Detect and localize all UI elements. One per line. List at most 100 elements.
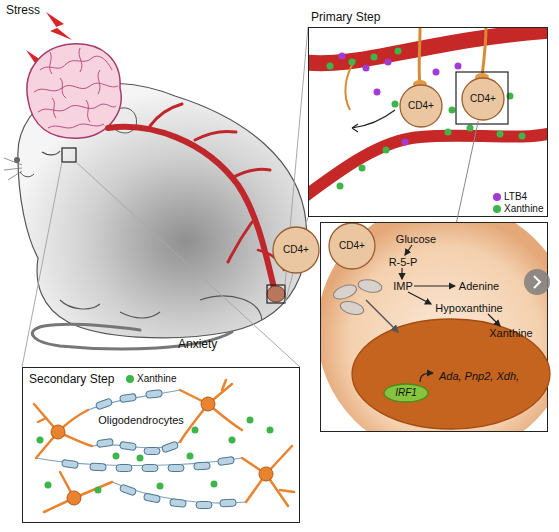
- secondary-panel-art: [229, 437, 236, 444]
- secondary-panel-art: [143, 493, 160, 503]
- primary-panel-art: [497, 131, 504, 138]
- secondary-panel-art: [120, 441, 137, 450]
- zoom-box: [62, 148, 76, 162]
- carousel-button: [524, 269, 550, 295]
- panel-heading: Secondary Step: [29, 373, 114, 386]
- brain: [34, 48, 118, 128]
- primary-panel-art: [308, 30, 548, 63]
- legend-text: Xanthine: [504, 203, 543, 214]
- carousel-button: [524, 269, 550, 295]
- primary-panel-art: [339, 53, 346, 60]
- t-cell: CD4+: [328, 222, 376, 270]
- secondary-panel-art: [44, 472, 112, 512]
- secondary-panel-art: [113, 453, 120, 460]
- legend-swatch: [493, 205, 501, 213]
- secondary-panel-art: [146, 390, 163, 398]
- legend-text: LTB4: [504, 191, 527, 202]
- secondary-panel-art: [218, 456, 235, 465]
- primary-panel-art: [449, 107, 456, 114]
- metabolite-label: Glucose: [396, 234, 436, 246]
- blood-vessel: [108, 127, 274, 288]
- primary-panel-art: [482, 27, 486, 76]
- brain: [79, 48, 82, 72]
- pathway-arrow: [408, 292, 431, 304]
- lymph-node: [267, 286, 285, 302]
- factor-label: IRF1: [395, 388, 417, 399]
- secondary-panel-art: [180, 384, 242, 442]
- brain: [40, 56, 112, 70]
- secondary-panel-art: [247, 417, 254, 424]
- transport-arrow: [366, 300, 398, 332]
- primary-panel-art: [345, 60, 355, 110]
- primary-panel-art: [327, 63, 334, 70]
- brain: [27, 44, 121, 138]
- transport-arrow: [366, 300, 398, 332]
- figure-label: Stress: [6, 3, 40, 17]
- metabolite-label: R-5-P: [389, 257, 418, 269]
- secondary-panel-art: [137, 455, 144, 462]
- carousel-button: [534, 276, 540, 288]
- mouse-body: [60, 296, 262, 320]
- zoom-box: [267, 285, 285, 303]
- secondary-panel-art: [170, 499, 187, 507]
- blood-vessel: [228, 222, 252, 262]
- primary-panel-art: [392, 101, 399, 108]
- cell-label: CD4+: [408, 101, 434, 112]
- primary-panel-art: [352, 124, 358, 132]
- metabolic-panel-art: [317, 202, 559, 458]
- secondary-panel-art: [267, 427, 274, 434]
- t-cell: [273, 227, 319, 273]
- primary-panel-art: [327, 48, 526, 190]
- secondary-panel-art: [34, 404, 92, 458]
- panel-heading: Primary Step: [311, 11, 380, 24]
- cell-label: CD4+: [470, 94, 496, 105]
- secondary-panel-art: [22, 367, 300, 523]
- primary-panel-art: [455, 63, 462, 70]
- secondary-panel-art: [168, 465, 184, 472]
- brain: [48, 124, 104, 128]
- brain: [86, 100, 90, 122]
- secondary-panel-art: [67, 491, 81, 505]
- cell-label: CD4+: [283, 245, 309, 256]
- primary-panel-art: [359, 165, 366, 172]
- primary-panel-art: [374, 89, 381, 96]
- secondary-panel-art: [242, 446, 292, 506]
- panel-box: GlucoseR-5-PIMPAdenineHypoxanthineXanthi…: [320, 222, 548, 432]
- cell-label: CD4+: [339, 241, 365, 252]
- t-cell: [329, 223, 375, 269]
- factor-ellipse: IRF1: [383, 383, 429, 403]
- secondary-panel-art: [161, 441, 178, 453]
- nucleus-ellipse: [352, 319, 550, 429]
- secondary-panel-art: [34, 380, 294, 512]
- legend-swatch: [126, 375, 134, 383]
- brain: [60, 78, 66, 98]
- primary-panel-art: [383, 147, 390, 154]
- secondary-panel-art: [95, 487, 102, 494]
- primary-panel-art: [308, 132, 548, 200]
- mouse-body: [42, 151, 60, 155]
- stress-bolt: [46, 12, 72, 40]
- mouse-body: [108, 108, 137, 133]
- primary-panel-art: [445, 129, 452, 136]
- t-cell: CD4+: [399, 84, 443, 128]
- secondary-panel-art: [112, 482, 246, 503]
- metabolic-panel-art: [332, 278, 383, 317]
- mouse-body: [4, 83, 307, 349]
- lymph-node: [267, 286, 285, 302]
- brain: [38, 104, 116, 112]
- secondary-panel-art: [95, 398, 112, 410]
- metabolic-panel-art: [339, 299, 365, 317]
- primary-panel-art: [308, 27, 548, 200]
- secondary-panel-art: [62, 459, 79, 468]
- mouse-body: [4, 158, 22, 180]
- legend-text: Xanthine: [137, 373, 176, 384]
- secondary-panel-art: [37, 417, 274, 494]
- brain: [98, 70, 100, 94]
- metabolic-panel-art: [320, 222, 548, 432]
- secondary-panel-art: [38, 380, 294, 492]
- secondary-panel-art: [45, 482, 52, 489]
- blood-vessel: [108, 104, 284, 288]
- primary-panel-art: [433, 69, 440, 76]
- secondary-panel-art: [36, 458, 242, 466]
- pathway-arrow: [405, 245, 412, 255]
